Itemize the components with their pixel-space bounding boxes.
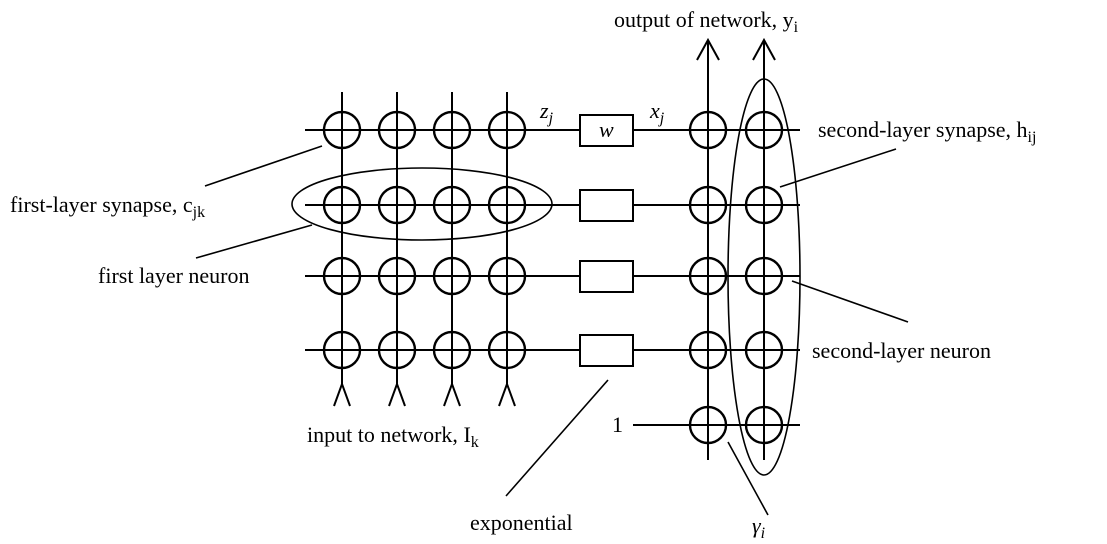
bias-one-label: 1 bbox=[612, 412, 623, 437]
output-label: output of network, yi bbox=[614, 7, 799, 36]
exponential-box bbox=[579, 189, 634, 222]
exponential-box bbox=[579, 334, 634, 367]
first-layer-row-lines bbox=[305, 129, 580, 351]
first-layer-neuron-ellipse bbox=[291, 167, 553, 241]
output-column-lines bbox=[696, 37, 776, 460]
gamma-label: γi bbox=[752, 513, 765, 542]
input-column-lines bbox=[341, 92, 508, 384]
z-label: zj bbox=[539, 98, 554, 127]
exponential-box-w bbox=[579, 114, 634, 147]
exponential-units bbox=[579, 114, 634, 367]
second-layer-row-lines bbox=[633, 129, 800, 426]
second-layer-neuron-label: second-layer neuron bbox=[812, 338, 991, 363]
first-layer-synapses bbox=[322, 110, 527, 370]
x-label: xj bbox=[649, 98, 665, 127]
second-layer-synapses bbox=[688, 110, 784, 445]
leader-lines bbox=[195, 145, 909, 516]
exponential-box bbox=[579, 260, 634, 293]
input-label: input to network, Ik bbox=[307, 422, 479, 451]
first-layer-neuron-label: first layer neuron bbox=[98, 263, 250, 288]
first-layer-synapse-label: first-layer synapse, cjk bbox=[10, 192, 205, 221]
second-layer-synapse-label: second-layer synapse, hij bbox=[818, 117, 1036, 146]
exponential-label: exponential bbox=[470, 510, 573, 535]
output-arrowhead-1 bbox=[696, 37, 720, 61]
w-label: w bbox=[599, 117, 614, 142]
output-arrowhead-2 bbox=[752, 37, 776, 61]
gamma-column-ellipse bbox=[727, 78, 801, 476]
input-fork-symbols bbox=[333, 381, 516, 407]
